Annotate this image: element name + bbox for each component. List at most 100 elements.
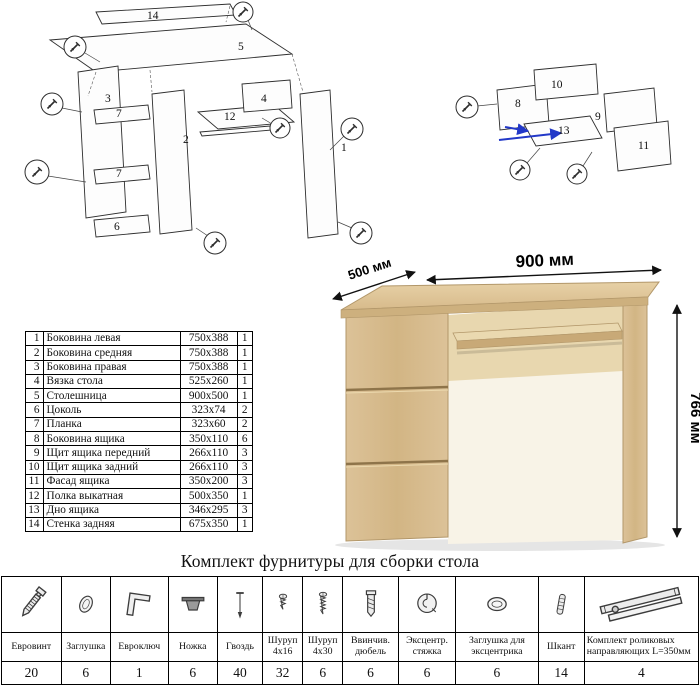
part-label-8: 8 <box>515 98 521 110</box>
part-number: 8 <box>25 431 44 447</box>
part-number: 4 <box>25 373 44 390</box>
part-qty: 2 <box>236 402 253 418</box>
dowel-screw-icon <box>365 589 376 617</box>
part-number: 5 <box>25 388 44 404</box>
part-size: 675x350 <box>179 516 238 533</box>
nail-icon <box>236 591 244 619</box>
hardware-name: Евровинт <box>1 632 62 662</box>
hardware-qty: 6 <box>342 661 399 685</box>
hardware-icon-cell <box>397 576 457 633</box>
depth-dimension-arrow <box>332 270 416 301</box>
hardware-names-row: Евровинт Заглушка Евроключ Ножка Гвоздь … <box>1 632 700 662</box>
part-qty: 1 <box>236 373 253 390</box>
dim-height-label: 766 мм <box>687 392 700 443</box>
hardware-icon-cell <box>109 576 169 633</box>
hardware-name: Шуруп 4x30 <box>302 632 344 662</box>
hardware-icon-cell <box>342 576 399 633</box>
part-size: 350x110 <box>179 431 238 447</box>
part-qty: 1 <box>236 345 253 361</box>
drawer-gap-highlight <box>345 389 449 394</box>
part-size: 750x388 <box>179 345 238 361</box>
roller-guides-icon <box>599 586 683 622</box>
part-number: 9 <box>25 445 44 461</box>
hardware-qty: 6 <box>302 661 344 685</box>
part-name: Боковина средняя <box>42 345 181 361</box>
desk-render: 500 мм 900 мм 766 мм <box>325 250 700 553</box>
width-dimension-arrow <box>426 265 662 285</box>
hardware-qty: 20 <box>1 661 62 685</box>
hardware-qty: 6 <box>167 661 218 685</box>
part-qty: 3 <box>236 459 253 475</box>
part-size: 266x110 <box>179 445 238 461</box>
part-qty: 3 <box>236 445 253 461</box>
hardware-qty: 32 <box>262 661 304 685</box>
drawer-gap <box>345 385 449 392</box>
part-name: Щит ящика задний <box>42 459 181 475</box>
part-label-10: 10 <box>551 79 563 91</box>
dim-width-label: 900 мм <box>515 253 574 271</box>
part-number: 6 <box>25 402 44 418</box>
part-size: 900x500 <box>179 388 238 404</box>
hardware-icon-cell <box>1 576 62 633</box>
hardware-icon-cell <box>583 576 700 633</box>
screw-long-icon <box>318 591 327 614</box>
part-name: Дно ящика <box>42 502 181 518</box>
part-qty: 1 <box>236 488 253 504</box>
part-size: 350x200 <box>179 473 238 490</box>
part-number: 10 <box>25 459 44 475</box>
drawer-unit <box>345 312 449 542</box>
hardware-name: Гвоздь <box>216 632 264 662</box>
part-label-4: 4 <box>261 93 267 105</box>
part-size: 323x60 <box>179 416 238 433</box>
cam-cap-icon <box>487 596 507 611</box>
exploded-diagram-drawer: 10 8 9 13 11 <box>455 63 672 185</box>
hardware-icons-row <box>1 576 700 633</box>
part-number: 2 <box>25 345 44 361</box>
hardware-qty: 40 <box>216 661 264 685</box>
part-size: 346x295 <box>179 502 238 518</box>
hardware-kit-title: Комплект фурнитуры для сборки стола <box>180 551 480 571</box>
cam-lock-icon <box>417 592 437 613</box>
hardware-name: Эксцентр. стяжка <box>397 632 457 662</box>
hardware-qty-row: 20 6 1 6 40 32 6 6 6 6 14 4 <box>1 661 700 685</box>
euroscrew-icon <box>22 585 48 617</box>
part-label-11: 11 <box>638 140 649 152</box>
part-number: 7 <box>25 416 44 433</box>
hardware-name: Шуруп 4x16 <box>262 632 304 662</box>
part-size: 500x350 <box>179 488 238 504</box>
exploded-diagram-svg: 14 5 3 7 7 6 2 12 4 1 10 8 9 13 11 <box>24 1 672 255</box>
part-qty: 3 <box>236 473 253 490</box>
part-qty: 1 <box>236 516 253 533</box>
hardware-icon-cell <box>302 576 344 633</box>
part-name: Боковина левая <box>42 330 181 347</box>
drawer-gap <box>345 459 449 466</box>
part-number: 3 <box>25 359 44 375</box>
hardware-icon-cell <box>262 576 304 633</box>
hardware-name: Евроключ <box>109 632 169 662</box>
hardware-qty: 1 <box>109 661 169 685</box>
part-number: 14 <box>25 516 44 533</box>
part-label-7a: 7 <box>116 108 122 120</box>
hardware-name: Ножка <box>167 632 218 662</box>
hardware-qty: 6 <box>455 661 539 685</box>
part-name: Столешница <box>42 388 181 404</box>
part-name: Вязка стола <box>42 373 181 390</box>
dim-depth-label: 500 мм <box>346 255 393 283</box>
hardware-name: Заглушка <box>60 632 111 662</box>
hardware-icon-cell <box>455 576 539 633</box>
hexkey-icon <box>126 591 151 616</box>
part-number: 12 <box>25 488 44 504</box>
desk-top-edge <box>340 296 649 319</box>
leg-icon <box>181 596 205 611</box>
part-qty: 6 <box>236 431 253 447</box>
part-qty: 1 <box>236 330 253 347</box>
part-size: 266x110 <box>179 459 238 475</box>
desk-render-svg: 500 мм 900 мм 766 мм <box>332 250 700 551</box>
part-qty: 3 <box>236 502 253 518</box>
